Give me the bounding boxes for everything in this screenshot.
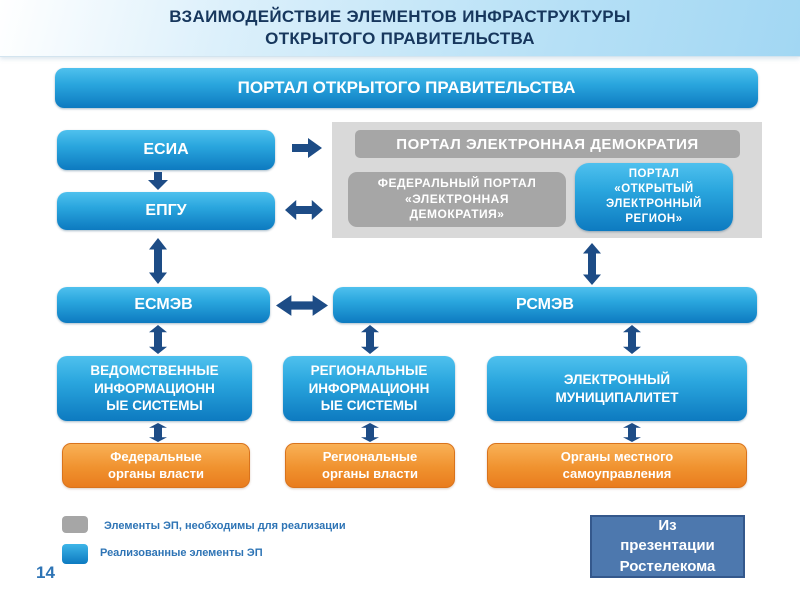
node-vedomstvennye-is: ВЕДОМСТВЕННЫЕ ИНФОРМАЦИОНН ЫЕ СИСТЕМЫ [57, 356, 252, 421]
node-portal-e-democracy: ПОРТАЛ ЭЛЕКТРОННАЯ ДЕМОКРАТИЯ [355, 130, 740, 158]
arrow-up-down-icon [582, 243, 602, 285]
legend-swatch-gray [62, 516, 88, 533]
node-federal-authorities: Федеральные органы власти [62, 443, 250, 488]
node-label: РСМЭВ [516, 296, 574, 313]
node-label: Региональные органы власти [322, 448, 418, 481]
legend-label-implemented: Реализованные элементы ЭП [100, 547, 263, 559]
source-note-box: Из презентации Ростелекома [590, 515, 745, 578]
legend-label-planned: Элементы ЭП, необходимы для реализации [104, 520, 346, 532]
node-label: ПОРТАЛ ОТКРЫТОГО ПРАВИТЕЛЬСТВА [237, 78, 576, 97]
node-regionalnye-is: РЕГИОНАЛЬНЫЕ ИНФОРМАЦИОНН ЫЕ СИСТЕМЫ [283, 356, 455, 421]
node-portal-open-government: ПОРТАЛ ОТКРЫТОГО ПРАВИТЕЛЬСТВА [55, 68, 758, 108]
node-local-authorities: Органы местного самоуправления [487, 443, 747, 488]
arrow-up-down-icon [148, 423, 168, 442]
node-label: ВЕДОМСТВЕННЫЕ ИНФОРМАЦИОНН ЫЕ СИСТЕМЫ [90, 363, 219, 414]
arrow-right-icon [292, 137, 322, 159]
node-portal-open-e-region: ПОРТАЛ «ОТКРЫТЫЙ ЭЛЕКТРОННЫЙ РЕГИОН» [575, 163, 733, 231]
node-label: ФЕДЕРАЛЬНЫЙ ПОРТАЛ «ЭЛЕКТРОННАЯ ДЕМОКРАТ… [377, 176, 537, 222]
arrow-up-down-icon [148, 325, 168, 354]
arrow-up-down-icon [148, 238, 168, 284]
node-label: ЕСИА [143, 141, 189, 158]
node-epgu: ЕПГУ [57, 192, 275, 230]
node-label: РЕГИОНАЛЬНЫЕ ИНФОРМАЦИОНН ЫЕ СИСТЕМЫ [308, 363, 430, 414]
node-label: ЕПГУ [145, 202, 187, 219]
node-electronic-municipality: ЭЛЕКТРОННЫЙ МУНИЦИПАЛИТЕТ [487, 356, 747, 421]
node-esia: ЕСИА [57, 130, 275, 170]
legend-swatch-blue [62, 544, 88, 564]
node-label: Федеральные органы власти [108, 448, 204, 481]
node-label: ПОРТАЛ «ОТКРЫТЫЙ ЭЛЕКТРОННЫЙ РЕГИОН» [606, 167, 702, 226]
arrow-up-down-icon [622, 325, 642, 354]
node-label: Органы местного самоуправления [560, 448, 674, 481]
arrow-left-right-icon [285, 198, 323, 222]
node-label: ЭЛЕКТРОННЫЙ МУНИЦИПАЛИТЕТ [555, 371, 679, 405]
arrow-down-icon [147, 172, 169, 190]
source-note-label: Из презентации Ростелекома [619, 517, 716, 575]
node-federal-portal-e-democracy: ФЕДЕРАЛЬНЫЙ ПОРТАЛ «ЭЛЕКТРОННАЯ ДЕМОКРАТ… [348, 172, 566, 227]
node-label: ПОРТАЛ ЭЛЕКТРОННАЯ ДЕМОКРАТИЯ [396, 135, 699, 153]
slide-title: ВЗАИМОДЕЙСТВИЕ ЭЛЕМЕНТОВ ИНФРАСТРУКТУРЫ … [169, 6, 631, 48]
node-rsmev: РСМЭВ [333, 287, 757, 323]
arrow-up-down-icon [360, 325, 380, 354]
page-number: 14 [36, 563, 55, 582]
arrow-up-down-icon [360, 423, 380, 442]
header-band: ВЗАИМОДЕЙСТВИЕ ЭЛЕМЕНТОВ ИНФРАСТРУКТУРЫ … [0, 0, 800, 57]
node-regional-authorities: Региональные органы власти [285, 443, 455, 488]
arrow-left-right-icon [276, 293, 328, 318]
arrow-up-down-icon [622, 423, 642, 442]
node-esmev: ЕСМЭВ [57, 287, 270, 323]
node-label: ЕСМЭВ [134, 296, 193, 313]
